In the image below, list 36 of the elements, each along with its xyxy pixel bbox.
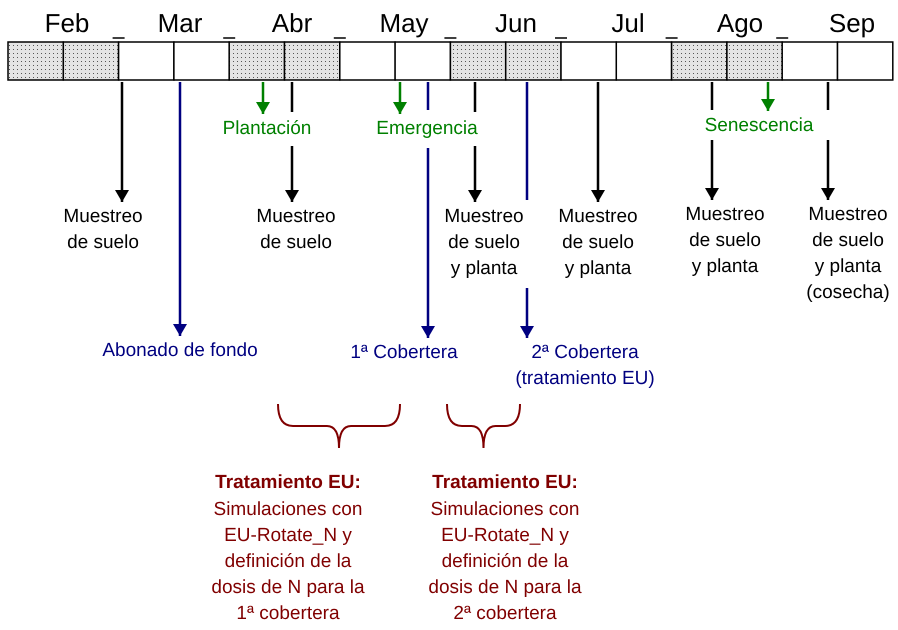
arrow (285, 80, 299, 204)
arrow (421, 80, 435, 340)
arrow (705, 80, 719, 202)
month-label: Jul (611, 8, 645, 38)
treatment-description: Simulaciones con EU-Rotate_N y definición de la dosis de N para la 1ª cobertera (210, 498, 366, 626)
sampling-label: Muestreo de suelo (60, 204, 146, 256)
arrow (173, 82, 187, 336)
arrow (393, 82, 407, 114)
phase-label: Plantación (222, 116, 312, 142)
sampling-label: Muestreo de suelo (254, 204, 338, 256)
treatment-heading: Tratamiento EU: (215, 471, 361, 495)
arrow (591, 82, 605, 202)
month-label: Ago (716, 8, 764, 38)
sampling-label: Muestreo de suelo y planta (682, 202, 768, 280)
fertilizer-label: 1ª Cobertera (350, 340, 458, 366)
arrow (761, 82, 775, 111)
month-label: Feb (44, 8, 90, 38)
sampling-label: Muestreo de suelo y planta (556, 204, 640, 282)
month-label: Sep (828, 8, 876, 38)
arrow (821, 80, 835, 202)
sampling-label: Muestreo de suelo y planta (442, 204, 526, 282)
month-label: Abr (272, 8, 312, 38)
fertilizer-label: Abonado de fondo (102, 338, 258, 364)
treatment-description: Simulaciones con EU-Rotate_N y definición de la dosis de N para la 2ª cobertera (427, 498, 583, 626)
arrow (520, 80, 534, 340)
month-label: May (379, 8, 429, 38)
phase-label: Emergencia (376, 116, 478, 142)
month-label: Mar (158, 8, 202, 38)
treatment-heading: Tratamiento EU: (432, 471, 578, 495)
arrow (256, 82, 270, 114)
sampling-label: Muestreo de suelo y planta (cosecha) (806, 202, 890, 306)
arrow (115, 82, 129, 202)
fertilizer-label: 2ª Cobertera (tratamiento EU) (510, 340, 660, 392)
month-label: Jun (495, 8, 537, 38)
phase-label: Senescencia (704, 113, 814, 139)
arrow (468, 80, 482, 204)
